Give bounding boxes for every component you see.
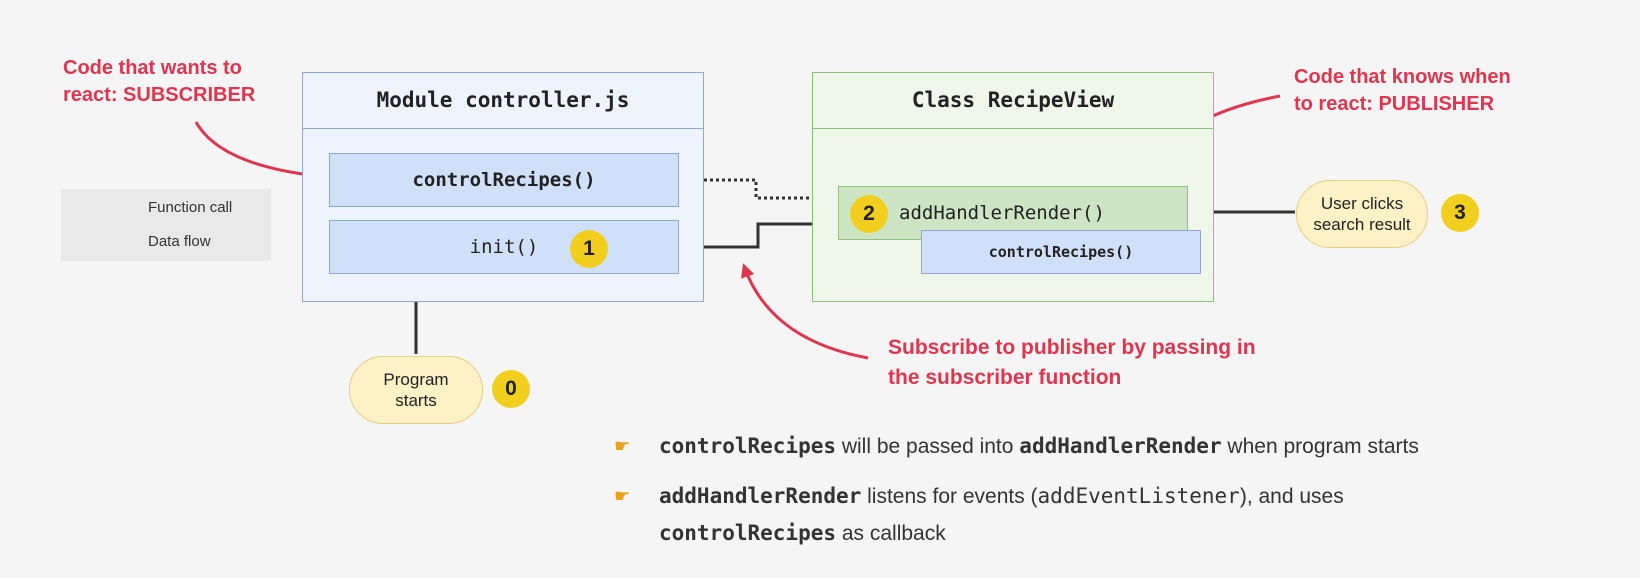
publisher-note-emph: knows when <box>1391 66 1511 88</box>
callback-control-recipes-fn: controlRecipes() <box>921 230 1201 274</box>
program-starts-line1: Program <box>383 370 449 389</box>
publisher-note-part: Code that <box>1294 66 1392 88</box>
subscribe-note-emph: Subscribe <box>888 336 990 359</box>
legend-function-call-label: Function call <box>148 199 233 216</box>
add-handler-render-label: addHandlerRender() <box>899 202 1105 224</box>
data-flow-arrow <box>680 178 836 204</box>
publisher-annotation: Code that knows when to react: PUBLISHER <box>1294 64 1511 118</box>
subscriber-note-part: Code that <box>63 57 161 79</box>
user-clicks-line2: search result <box>1313 215 1411 234</box>
subscriber-annotation: Code that wants to react: SUBSCRIBER <box>63 55 255 109</box>
bullet-2-code3: controlRecipes <box>659 521 837 545</box>
publisher-note-line2: to react: PUBLISHER <box>1294 93 1495 115</box>
bullet-1-code2: addHandlerRender <box>1019 434 1222 458</box>
bullet-1-text2: when program starts <box>1221 435 1419 458</box>
bullet-1-text1: will be passed into <box>836 435 1020 458</box>
legend <box>61 189 271 261</box>
subscribe-note-rest: to publisher by passing in <box>989 336 1256 359</box>
bullet-2-code2: addEventListener <box>1037 484 1240 508</box>
user-clicks-pill: User clicks search result <box>1296 180 1428 248</box>
step-0-badge: 0 <box>492 370 530 408</box>
bullet-2-text1: listens for events ( <box>861 485 1038 508</box>
bullet-2-text3: as callback <box>836 522 946 545</box>
bullet-1-code1: controlRecipes <box>659 434 837 458</box>
subscribe-curve-arrow <box>741 263 869 360</box>
step-2-badge: 2 <box>850 195 888 233</box>
program-starts-line2: starts <box>395 391 437 410</box>
bullet-2: addHandlerRender listens for events (add… <box>659 478 1344 552</box>
step-1-badge: 1 <box>570 230 608 268</box>
controller-module-title: Module controller.js <box>303 73 703 129</box>
legend-data-flow-label: Data flow <box>148 233 211 250</box>
controller-control-recipes-fn: controlRecipes() <box>329 153 679 207</box>
bullet-1: controlRecipes will be passed into addHa… <box>659 428 1419 465</box>
subscribe-annotation: Subscribe to publisher by passing in the… <box>888 333 1256 393</box>
bullet-2-code1: addHandlerRender <box>659 484 862 508</box>
subscribe-note-line2: the subscriber function <box>888 366 1122 389</box>
program-starts-pill: Program starts <box>349 356 483 424</box>
pointing-hand-icon: ☛ <box>614 436 631 456</box>
pointing-hand-icon: ☛ <box>614 486 631 506</box>
subscriber-note-line2: react: SUBSCRIBER <box>63 84 256 106</box>
recipe-view-class-title: Class RecipeView <box>813 73 1213 129</box>
subscriber-note-emph: wants to <box>160 57 242 79</box>
subscriber-curve-arrow <box>194 121 321 182</box>
bullet-2-text2: ), and uses <box>1239 485 1344 508</box>
init-fn-label: init() <box>469 236 539 258</box>
step-3-badge: 3 <box>1441 194 1479 232</box>
function-call-arrow <box>680 218 836 249</box>
user-clicks-line1: User clicks <box>1320 194 1404 213</box>
controller-init-fn: init() <box>329 220 679 274</box>
